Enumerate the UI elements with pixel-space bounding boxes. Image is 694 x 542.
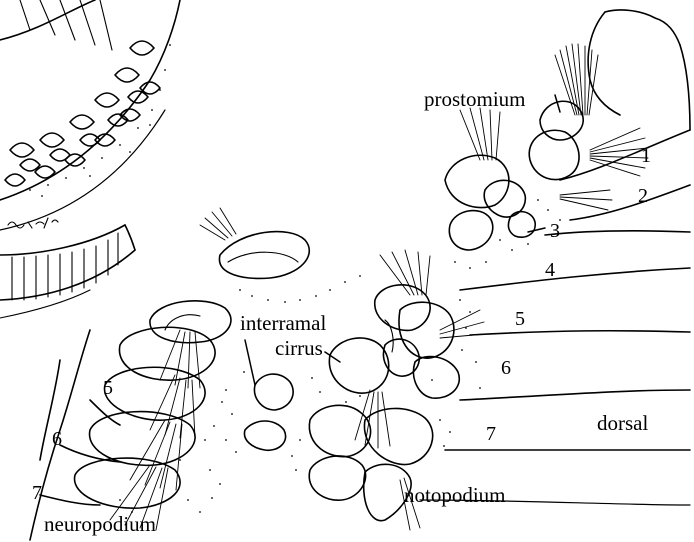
left-segment-number-5: 5 [103, 378, 113, 398]
left-segment-number-6: 6 [52, 429, 62, 449]
label-prostomium: prostomium [424, 89, 526, 110]
segment-number-3: 3 [550, 221, 560, 241]
leader-interramal-cirrus [245, 340, 255, 385]
parapodia [75, 101, 584, 520]
inset-worm-tail [0, 225, 135, 318]
segment-number-1: 1 [641, 146, 651, 166]
inset-worm-curved [0, 0, 180, 230]
segment-number-4: 4 [545, 260, 555, 280]
segment-number-2: 2 [638, 186, 648, 206]
segment-number-7: 7 [486, 424, 496, 444]
left-segment-number-7: 7 [32, 483, 42, 503]
segment-number-5: 5 [515, 309, 525, 329]
label-interramal: interramal [240, 313, 326, 334]
leader-prostomium [555, 95, 560, 112]
stipple-texture [119, 199, 561, 513]
label-neuropodium: neuropodium [44, 514, 156, 535]
specimen-body [30, 10, 690, 540]
segment-number-6: 6 [501, 358, 511, 378]
label-cirrus: cirrus [275, 338, 323, 359]
chaetae [110, 44, 648, 530]
leader-segment-3 [528, 228, 545, 232]
label-dorsal: dorsal [597, 413, 648, 434]
leader-cirrus [325, 352, 340, 362]
label-notopodium: notopodium [404, 485, 506, 506]
